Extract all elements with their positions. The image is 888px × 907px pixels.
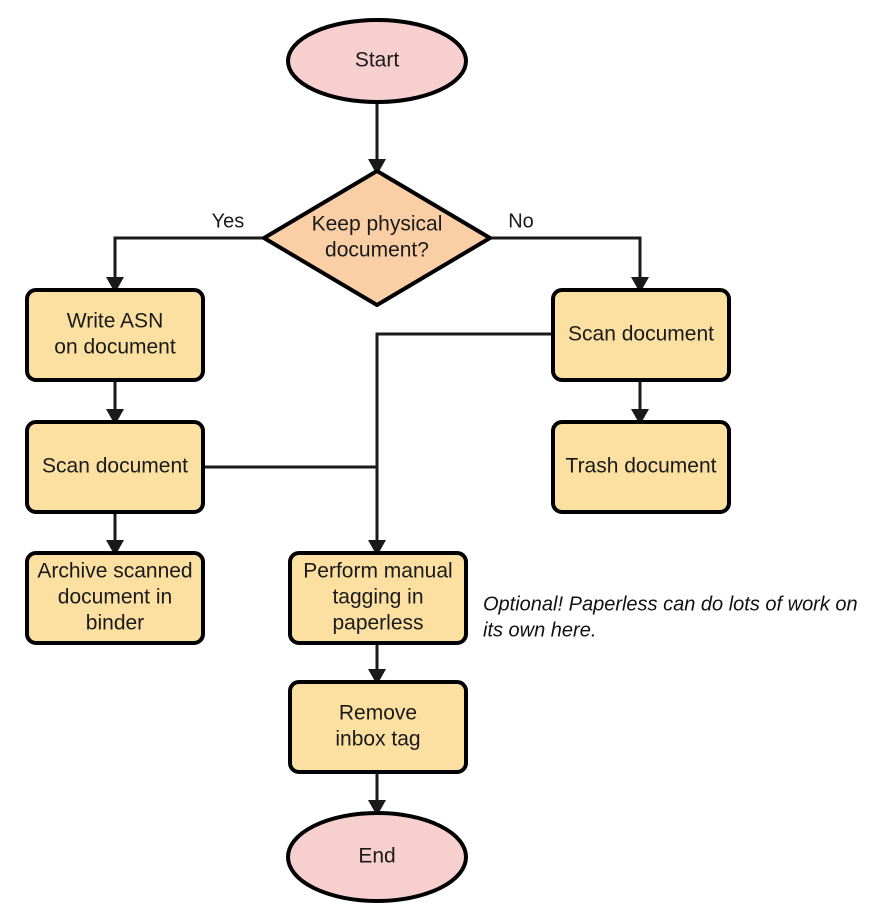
arrowhead-icon — [368, 800, 386, 816]
terminator-shape[interactable] — [286, 18, 468, 104]
arrowhead-icon — [631, 409, 649, 425]
edge-edge-decision-yes: Yes — [106, 210, 264, 293]
arrowhead-icon — [106, 277, 124, 293]
edge-edge-remove-inbox-to-end — [368, 772, 386, 816]
process-shape[interactable] — [551, 288, 731, 382]
edge-path — [113, 236, 264, 283]
edge-edge-scan-right-to-tagging — [368, 332, 553, 556]
process-shape[interactable] — [25, 551, 205, 645]
node-scan-document-right[interactable]: Scan document — [551, 288, 731, 382]
edge-edge-scan-right-to-trash — [631, 380, 649, 425]
terminator-shape[interactable] — [286, 811, 468, 903]
edges-layer: Yes No — [106, 102, 649, 816]
arrowhead-icon — [368, 540, 386, 556]
arrowhead-icon — [368, 159, 386, 175]
process-shape[interactable] — [25, 288, 205, 382]
edge-edge-start-to-decision — [368, 102, 386, 175]
node-scan-document-left[interactable]: Scan document — [25, 420, 205, 514]
process-shape[interactable] — [288, 551, 468, 645]
arrowhead-icon — [368, 669, 386, 685]
annotations-layer: Optional! Paperless can do lots of work … — [483, 593, 858, 641]
node-end[interactable]: End — [286, 811, 468, 903]
node-trash-document[interactable]: Trash document — [551, 420, 731, 514]
edge-edge-write-asn-to-scan-left — [106, 380, 124, 425]
note-optional-paperless: Optional! Paperless can do lots of work … — [483, 593, 858, 641]
process-shape[interactable] — [551, 420, 731, 514]
process-shape[interactable] — [288, 680, 468, 774]
edge-edge-tagging-to-remove-inbox — [368, 643, 386, 685]
annotation-line: Optional! Paperless can do lots of work … — [483, 593, 858, 615]
edge-label-yes: Yes — [212, 210, 245, 232]
edge-edge-scan-left-to-archive — [106, 512, 124, 556]
process-shape[interactable] — [25, 420, 205, 514]
edge-path — [375, 332, 553, 546]
arrowhead-icon — [631, 277, 649, 293]
arrowhead-icon — [106, 409, 124, 425]
edge-edge-decision-no: No — [490, 210, 649, 293]
node-start[interactable]: Start — [286, 18, 468, 104]
edge-label-no: No — [508, 210, 534, 232]
decision-shape[interactable] — [262, 169, 492, 307]
annotation-line: its own here. — [483, 619, 596, 641]
arrowhead-icon — [106, 540, 124, 556]
edge-path — [490, 236, 642, 283]
